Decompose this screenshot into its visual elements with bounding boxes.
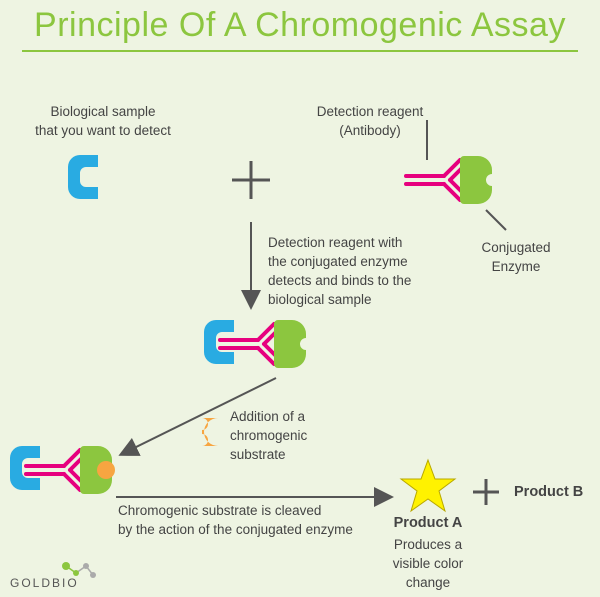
product-b-label: Product B (514, 484, 584, 500)
enzyme-pointer-line (485, 209, 507, 231)
substrate-in-complex-shape (97, 461, 115, 479)
biological-sample-shape (68, 155, 98, 199)
step2-label: Addition of a chromogenic substrate (230, 409, 308, 462)
plus-sign-icon (232, 161, 270, 199)
step1-label: Detection reagent with the conjugated en… (268, 235, 412, 307)
enzyme-label: Conjugated Enzyme (481, 240, 551, 274)
product-a-label: Product A (393, 515, 463, 531)
conjugated-enzyme-shape (460, 156, 492, 204)
chromogenic-substrate-shape (202, 418, 218, 446)
reagent-label: Detection reagent (Antibody) (316, 104, 424, 138)
detection-reagent-antibody (404, 158, 468, 202)
product-a-description: Produces a visible color change (392, 537, 464, 590)
page-title: Principle Of A Chromogenic Assay (34, 6, 566, 44)
product-a-star-icon (399, 458, 457, 513)
products-plus-icon (473, 479, 499, 505)
arrow-diagonal (118, 377, 277, 456)
bound-complex-enzyme (274, 320, 306, 368)
title-underline (22, 50, 578, 52)
goldbio-logo-mark (62, 562, 96, 578)
sample-label: Biological sample that you want to detec… (35, 104, 171, 138)
goldbio-logo-text: GOLDBIO (10, 576, 79, 590)
step3-label: Chromogenic substrate is cleaved by the … (118, 503, 353, 537)
